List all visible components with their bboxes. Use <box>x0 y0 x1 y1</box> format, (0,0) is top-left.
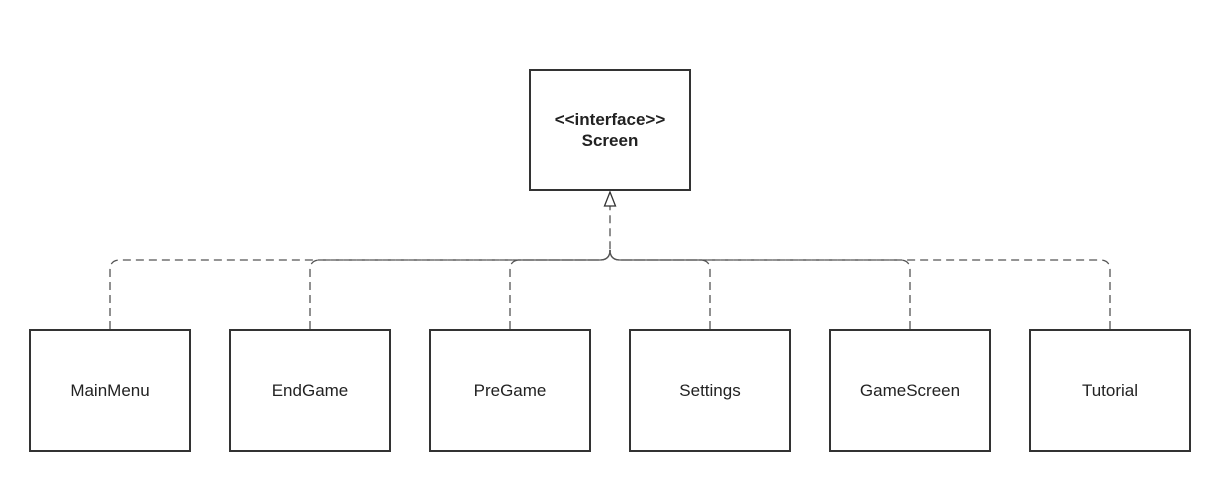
realization-arrowhead <box>603 190 617 207</box>
realization-connector-tutorial <box>609 249 1111 329</box>
realization-connector-mainmenu <box>109 206 611 329</box>
class-box-endgame[interactable]: EndGame <box>229 329 391 452</box>
class-name-label: Settings <box>679 380 741 400</box>
class-box-mainmenu[interactable]: MainMenu <box>29 329 191 452</box>
class-name-label: GameScreen <box>859 380 961 400</box>
realization-connector-settings <box>609 249 711 329</box>
class-name-label: Tutorial <box>1081 380 1139 400</box>
class-name-label: MainMenu <box>70 380 150 400</box>
class-box-tutorial[interactable]: Tutorial <box>1029 329 1191 452</box>
class-box-settings[interactable]: Settings <box>629 329 791 452</box>
interface-stereotype-label: <<interface>> <box>554 110 666 129</box>
class-name-label: EndGame <box>271 380 349 400</box>
interface-name-label: Screen <box>581 131 639 150</box>
realization-connector-endgame <box>309 249 611 329</box>
realization-connector-gamescreen <box>609 249 911 329</box>
realization-connector-pregame <box>509 249 611 329</box>
interface-box-screen[interactable]: <<interface>> Screen <box>529 69 691 191</box>
class-name-label: PreGame <box>473 380 547 400</box>
class-box-gamescreen[interactable]: GameScreen <box>829 329 991 452</box>
class-box-pregame[interactable]: PreGame <box>429 329 591 452</box>
